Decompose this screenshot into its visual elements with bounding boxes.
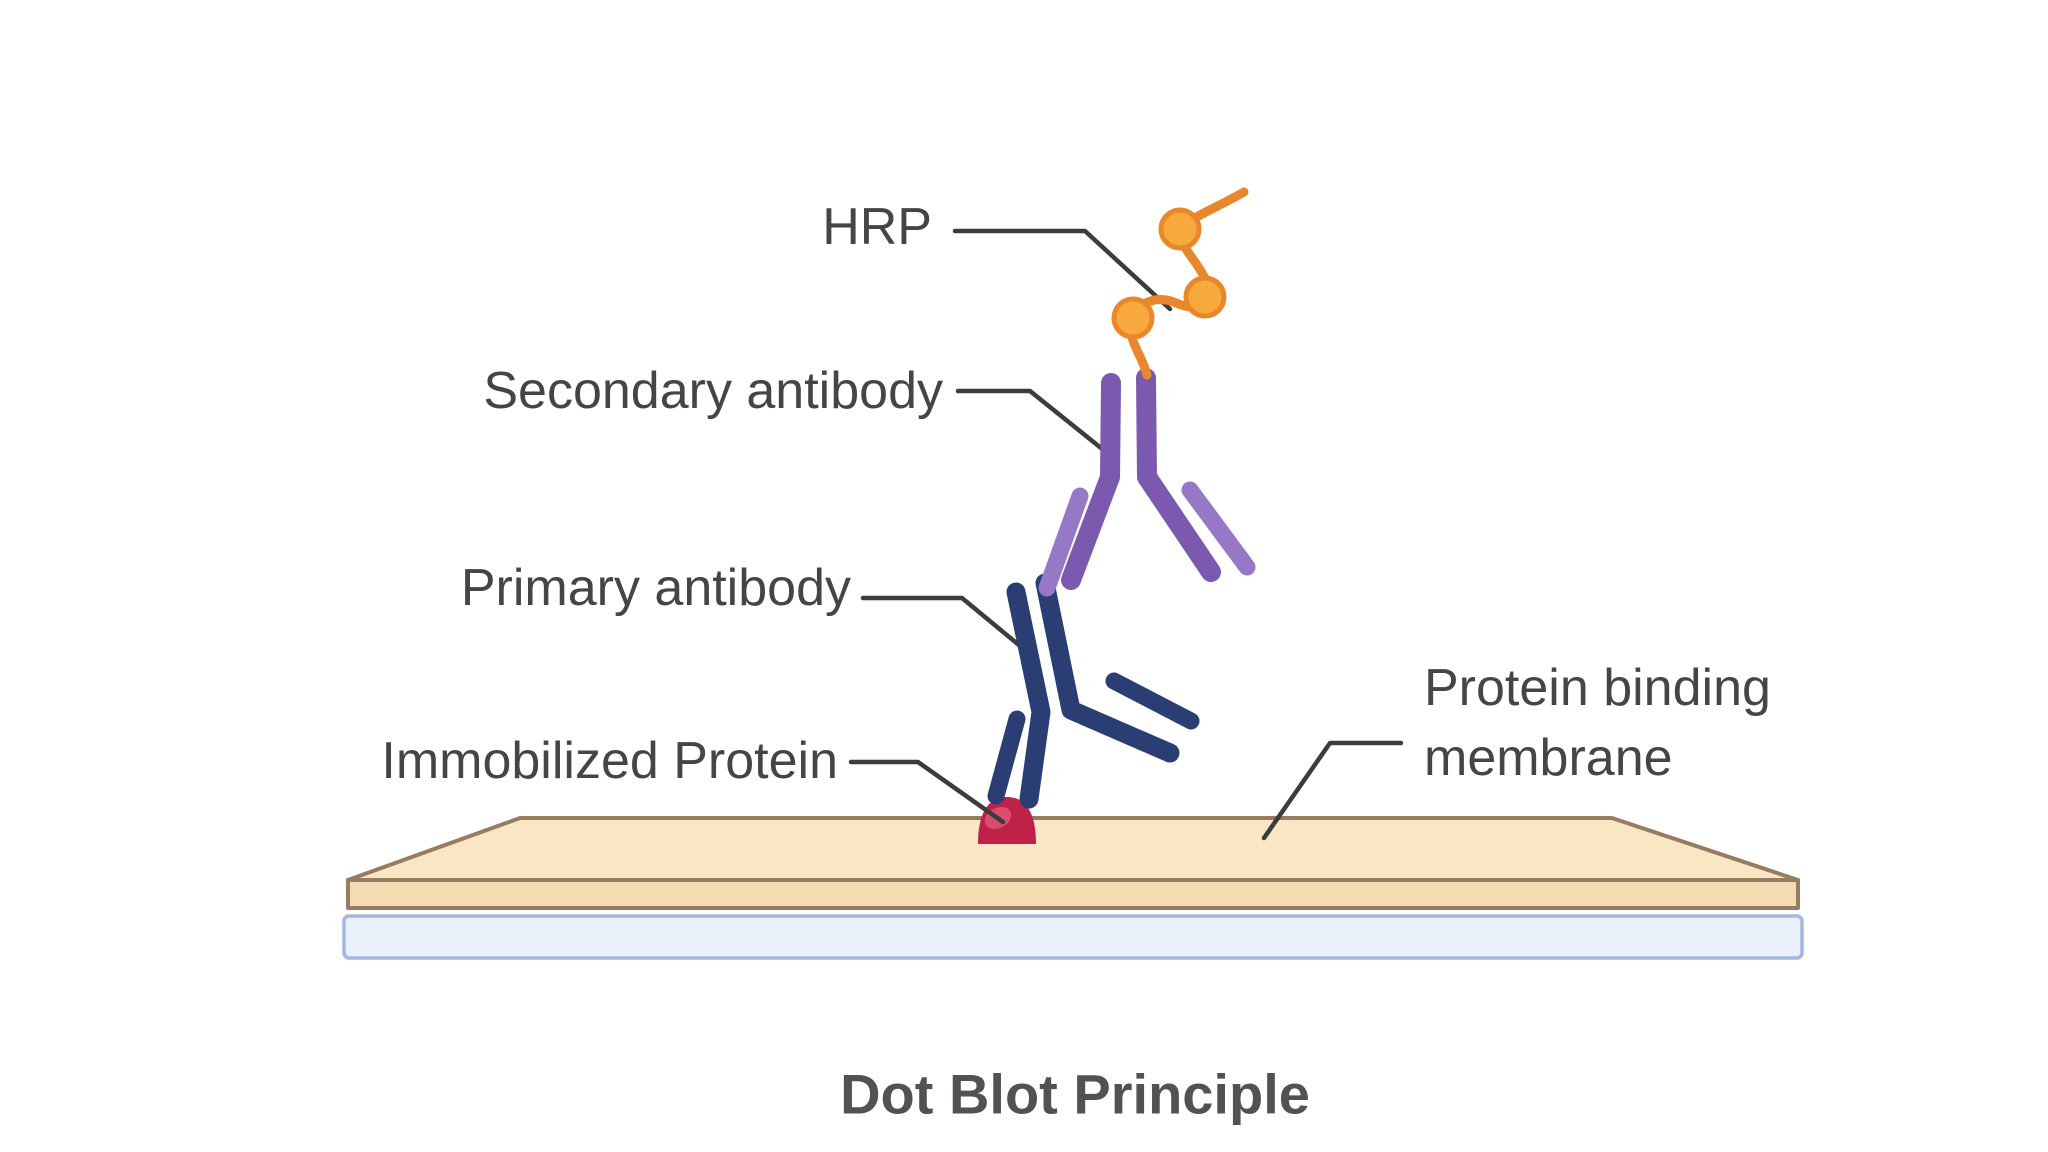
membrane-front-face bbox=[346, 878, 1800, 910]
secondary-heavy-chain-right bbox=[1136, 368, 1221, 582]
label-membrane-line1: Protein binding bbox=[1424, 659, 1771, 717]
primary-heavy-chain-left bbox=[1006, 582, 1051, 809]
hrp-bead-1 bbox=[1111, 296, 1155, 340]
figure-title: Dot Blot Principle bbox=[840, 1062, 1310, 1126]
label-membrane-line2: membrane bbox=[1424, 729, 1673, 787]
secondary-light-chain-right bbox=[1181, 481, 1256, 576]
hrp-leader-line bbox=[952, 228, 1173, 312]
label-secondary-antibody: Secondary antibody bbox=[483, 362, 943, 421]
glass-slide-graphic bbox=[342, 914, 1804, 960]
label-protein-binding-membrane: Protein binding membrane bbox=[1424, 653, 1771, 793]
secondary-antibody-leader-line bbox=[955, 388, 1109, 455]
secondary-antibody-icon bbox=[1038, 368, 1256, 597]
secondary-heavy-chain-left bbox=[1061, 373, 1121, 590]
membrane-graphic bbox=[342, 816, 1804, 960]
label-immobilized-protein: Immobilized Protein bbox=[381, 732, 838, 791]
primary-heavy-chain-right bbox=[1035, 573, 1180, 763]
membrane-leader-line bbox=[1261, 740, 1404, 841]
hrp-enzyme-icon bbox=[1111, 187, 1249, 380]
label-hrp: HRP bbox=[822, 198, 932, 257]
label-primary-antibody: Primary antibody bbox=[460, 559, 851, 618]
membrane-top-face bbox=[346, 816, 1800, 882]
primary-antibody-leader-line bbox=[860, 595, 1034, 658]
primary-light-chain-right bbox=[1105, 672, 1200, 730]
primary-antibody-icon bbox=[987, 573, 1200, 809]
hrp-bead-2 bbox=[1183, 275, 1227, 319]
immobilized-protein-leader-line bbox=[848, 759, 1006, 825]
hrp-bead-3 bbox=[1158, 207, 1202, 251]
secondary-light-chain-left bbox=[1038, 487, 1089, 597]
primary-light-chain-left bbox=[987, 710, 1026, 805]
leader-lines bbox=[848, 228, 1404, 841]
